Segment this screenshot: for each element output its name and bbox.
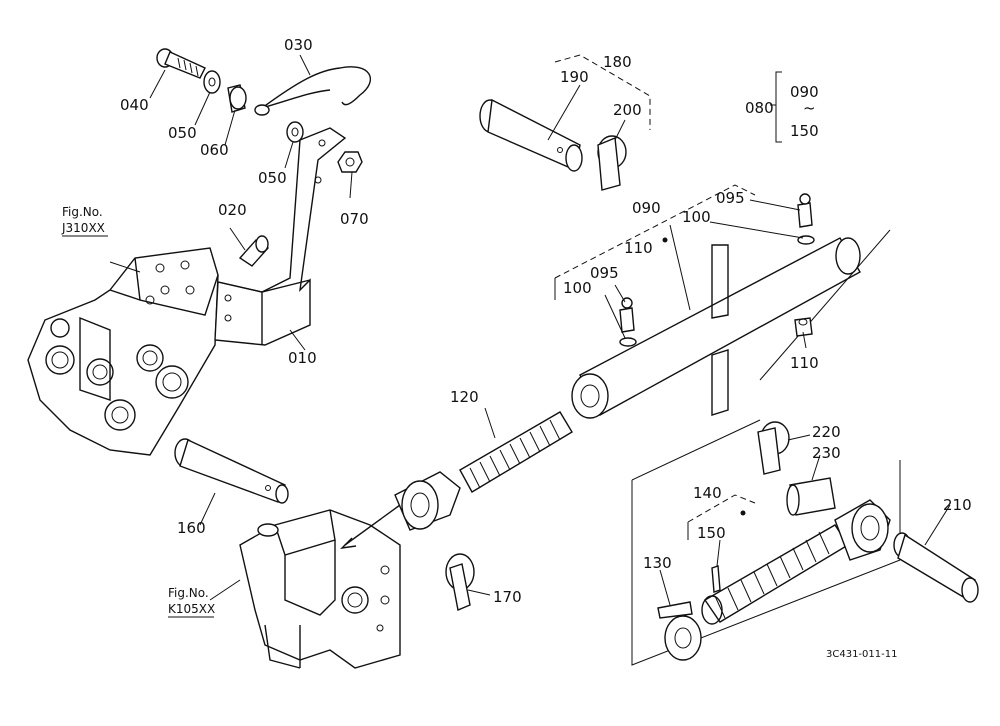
lynch-pin-200 — [597, 135, 627, 191]
callout-010: 010 — [288, 349, 317, 367]
bushing-230 — [786, 477, 836, 516]
callout-060: 060 — [200, 141, 229, 159]
grease-nipple-095a — [619, 297, 635, 333]
grease-nipple-095b — [797, 193, 813, 228]
pin-160 — [174, 438, 289, 504]
pin-130 — [657, 601, 693, 619]
figure-ref-j310-number: J310XX — [61, 221, 105, 235]
arrow-line — [344, 504, 401, 546]
callout-095a: 095 — [590, 264, 619, 282]
reference-dot-110 — [662, 237, 668, 243]
callout-020: 020 — [218, 201, 247, 219]
figure-ref-j310-label: Fig.No. — [62, 205, 103, 219]
washer-050b — [286, 121, 304, 143]
nut-130 — [664, 615, 702, 661]
callout-220: 220 — [812, 423, 841, 441]
threaded-rod-120 — [394, 411, 573, 531]
pin-210 — [893, 532, 979, 603]
callout-130: 130 — [643, 554, 672, 572]
nut-110b — [794, 317, 813, 337]
callout-110a: 110 — [624, 239, 653, 257]
lower-link-bracket — [239, 509, 401, 669]
fitting-020 — [238, 235, 270, 267]
washer-050a — [203, 70, 221, 94]
callout-050a: 050 — [168, 124, 197, 142]
callout-180: 180 — [603, 53, 632, 71]
spring-pin-150 — [711, 565, 721, 593]
callout-080-range-end: 150 — [790, 122, 819, 140]
callout-030: 030 — [284, 36, 313, 54]
callout-080-range-tilde: ~ — [803, 99, 816, 117]
callout-170: 170 — [493, 588, 522, 606]
set-bracket-140 — [687, 494, 756, 523]
callout-190: 190 — [560, 68, 589, 86]
drawing-code: 3C431-011-11 — [826, 649, 897, 660]
reference-dot-140 — [740, 510, 746, 516]
callout-120: 120 — [450, 388, 479, 406]
callout-095b: 095 — [716, 189, 745, 207]
callout-090: 090 — [632, 199, 661, 217]
bracket-010 — [214, 127, 347, 346]
callout-110b: 110 — [790, 354, 819, 372]
callout-150: 150 — [697, 524, 726, 542]
figure-ref-k105-label: Fig.No. — [168, 586, 209, 600]
figure-ref-k105-number: K105XX — [168, 602, 215, 616]
lift-rod-body-110 — [571, 229, 891, 419]
hydraulic-valve-block — [27, 247, 219, 456]
callout-070: 070 — [340, 210, 369, 228]
set-bracket-090 — [554, 184, 756, 279]
callout-210: 210 — [943, 496, 972, 514]
callout-080-range-start: 090 — [790, 83, 819, 101]
washer-100a — [619, 337, 637, 347]
nut-070 — [337, 151, 363, 173]
arrow-head — [340, 537, 357, 549]
spacer-060 — [227, 84, 247, 113]
callout-230: 230 — [812, 444, 841, 462]
callout-140: 140 — [693, 484, 722, 502]
callout-080: 080 — [745, 99, 774, 117]
callout-100a: 100 — [563, 279, 592, 297]
callout-160: 160 — [177, 519, 206, 537]
rod-end-140 — [701, 499, 891, 625]
set-bracket-180 — [554, 54, 651, 130]
clip-pin-030 — [254, 66, 372, 116]
callout-200: 200 — [613, 101, 642, 119]
pin-190 — [479, 98, 583, 172]
callout-100b: 100 — [682, 208, 711, 226]
callout-050b: 050 — [258, 169, 287, 187]
lynch-pin-170 — [445, 553, 475, 611]
leader-lines — [109, 54, 951, 606]
lynch-pin-220 — [757, 421, 790, 475]
callout-040: 040 — [120, 96, 149, 114]
bolt-040 — [156, 48, 206, 79]
